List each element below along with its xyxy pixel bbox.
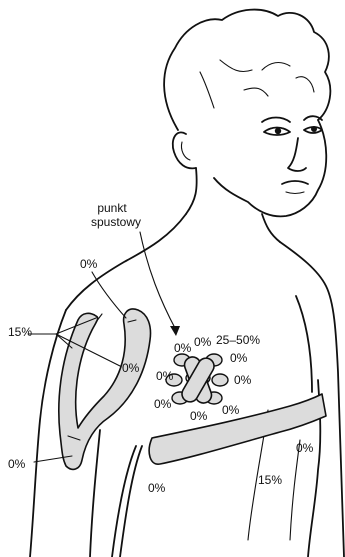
lower-lip — [286, 192, 304, 194]
label-shoulder-top: 0% — [80, 257, 98, 271]
label-center-top-mid: 0% — [194, 335, 212, 349]
label-upper-arm-right: 0% — [122, 361, 140, 375]
upper-arm-band[interactable] — [59, 309, 151, 469]
label-center-right-1: 0% — [230, 351, 248, 365]
leader-lines — [28, 232, 180, 462]
label-elbow: 0% — [148, 481, 166, 495]
hair-strands — [200, 60, 314, 108]
label-center-bottom-mid: 0% — [190, 409, 208, 423]
label-forearm-right: 0% — [296, 441, 314, 455]
left-arm-outline — [90, 430, 100, 557]
tube-outer — [112, 446, 136, 557]
ear-inner — [181, 142, 190, 160]
right-pupil — [311, 126, 317, 132]
neck-right — [262, 214, 280, 242]
hair-outline — [164, 10, 330, 130]
label-center-top-right: 25–50% — [216, 333, 260, 347]
chest-right-shade — [290, 440, 300, 540]
label-forearm-mid: 15% — [258, 473, 282, 487]
figure-outline — [30, 10, 344, 557]
trigger-point-label-line2: spustowy — [91, 215, 141, 229]
label-center-top-left: 0% — [174, 341, 192, 355]
petal — [212, 374, 228, 386]
arrow-head — [170, 326, 180, 336]
label-upper-arm-left: 15% — [8, 325, 32, 339]
left-eyebrow — [262, 118, 290, 123]
trigger-point-flower[interactable] — [166, 354, 228, 405]
nose — [288, 138, 306, 171]
label-forearm-end: 0% — [8, 457, 26, 471]
label-center-left: 0% — [156, 369, 174, 383]
neck-left — [186, 168, 197, 214]
ear — [173, 132, 196, 168]
label-center-bottom-right: 0% — [222, 403, 240, 417]
left-pupil — [275, 128, 281, 134]
mouth — [282, 181, 308, 184]
label-center-bottom-left: 0% — [154, 397, 172, 411]
trigger-point-label-line1: punkt — [97, 201, 127, 215]
right-chest-line — [296, 296, 312, 392]
label-center-right-2: 0% — [234, 373, 252, 387]
